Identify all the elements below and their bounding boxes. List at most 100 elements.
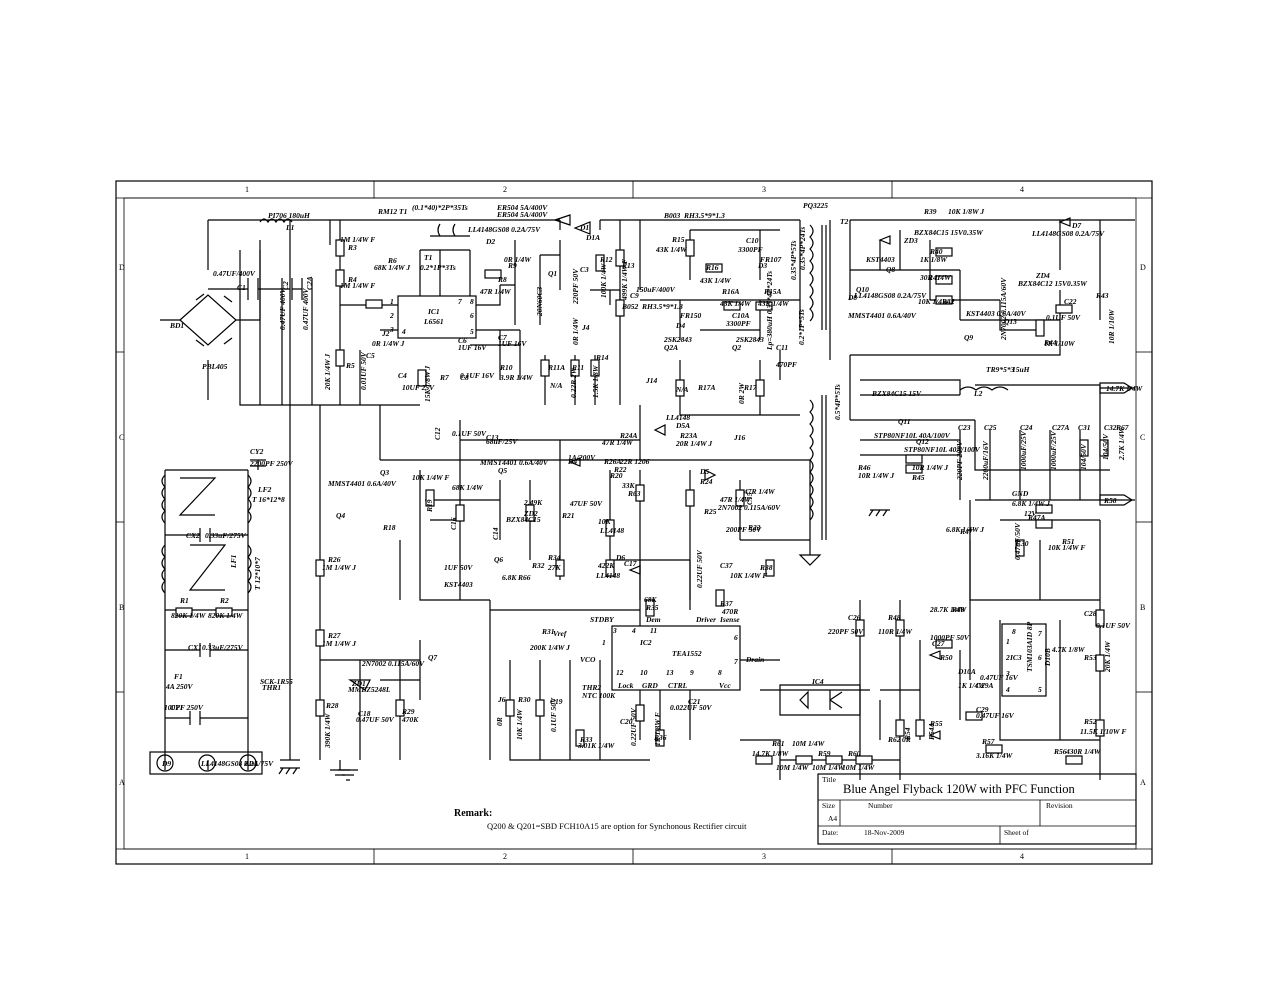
- ac-fg-label: LL4148GS08 0.2A/75V: [200, 759, 274, 768]
- transformer-label-0: T1: [424, 253, 432, 262]
- component-label-255: 104/50V: [1079, 443, 1088, 470]
- component-label-248: C25: [984, 423, 997, 432]
- component-label-193: R2: [219, 596, 229, 605]
- component-label-134: KST4403: [443, 580, 473, 589]
- component-label-118: D5: [699, 467, 709, 476]
- component-label-124: 200PF 50V: [725, 525, 762, 534]
- ic2-pin-21: 6: [734, 633, 738, 642]
- output-net-flags: [1099, 382, 1134, 506]
- component-label-146: C37: [720, 561, 733, 570]
- component-label-296: R57: [981, 737, 995, 746]
- ic2-pin-2: VCO: [580, 655, 596, 664]
- component-label-36: R11A: [547, 363, 565, 372]
- component-label-41: 1.5K 1/8W: [591, 364, 600, 398]
- component-label-6: R6: [387, 256, 397, 265]
- component-label-106: R22: [613, 465, 627, 474]
- component-label-135: Q6: [494, 555, 503, 564]
- component-label-95: 68uF/25V: [486, 437, 518, 446]
- component-label-24: R7: [439, 373, 449, 382]
- ic2-pin-16: 13: [666, 668, 674, 677]
- component-label-123: C15: [745, 492, 754, 505]
- component-label-154: 1M 1/4W J: [322, 563, 356, 572]
- component-label-8: R8: [497, 275, 507, 284]
- component-label-53: 220PF 50V: [571, 268, 580, 305]
- grid-column-4-bottom: 4: [1020, 852, 1024, 861]
- transformer-label-6: Lp=380uH 0.35*4P*24Ts: [765, 271, 774, 351]
- transformer-label-10: RH3.5*9*1.3: [641, 302, 683, 311]
- component-label-258: R67: [1115, 423, 1129, 432]
- component-label-263: GND: [1012, 489, 1029, 498]
- ic2-pin-12: 4: [631, 626, 636, 635]
- grid-column-2-top: 2: [503, 185, 507, 194]
- winding-label-0: 0.35*4P*5Ts: [789, 240, 798, 280]
- transformer-label-8: RH3.5*9*1.3: [683, 211, 725, 220]
- component-label-209: BZX84C15 15V0.35W: [913, 228, 984, 237]
- ic1-pin-4: 4: [401, 327, 406, 336]
- ground-symbols: [278, 509, 890, 781]
- ac-n-label: ZD5: [243, 759, 258, 768]
- title-block: Title Blue Angel Flyback 120W with PFC F…: [817, 773, 1137, 845]
- component-label-131: 68K 1/4W: [452, 483, 484, 492]
- component-label-259: 2.7K 1/4W: [1117, 426, 1126, 461]
- component-label-44: R12: [599, 255, 613, 264]
- component-label-223: 2N7002 0.115A/60V: [999, 277, 1008, 341]
- component-label-282: D10A: [957, 667, 976, 676]
- ic1-ref: IC1: [427, 307, 440, 316]
- grid-row-1-left: C: [119, 433, 124, 442]
- component-label-10: R9: [507, 261, 517, 270]
- component-label-165: R29: [401, 707, 415, 716]
- component-label-0: BD1: [169, 321, 184, 330]
- component-label-222: Q13: [1004, 317, 1017, 326]
- component-label-171: R30: [517, 695, 531, 704]
- component-label-166: 470K: [401, 715, 419, 724]
- component-label-64: R16: [705, 263, 719, 272]
- transformer-label-12: 15uH: [1012, 365, 1031, 374]
- component-label-310: R60: [847, 749, 861, 758]
- ic2-ref: IC2: [639, 638, 652, 647]
- component-label-182: 1K 1/8W F: [653, 712, 662, 746]
- component-label-257: 104/50V: [1101, 433, 1110, 460]
- component-label-147: 10K 1/4W F: [730, 571, 767, 580]
- component-label-34: R10: [499, 363, 513, 372]
- component-label-186: 0.33uF/275V: [205, 531, 247, 540]
- ic2-pin-0: STDBY: [590, 615, 615, 624]
- grid-column-3-top: 3: [762, 185, 766, 194]
- component-label-96: C12: [433, 427, 442, 440]
- component-label-103: D4: [567, 457, 577, 466]
- component-label-213: KST4403: [865, 255, 895, 264]
- component-label-172: 10K 1/4W: [515, 708, 524, 740]
- component-label-302: R54: [903, 727, 912, 741]
- grid-column-2-bottom: 2: [503, 852, 507, 861]
- component-label-42: J4: [581, 323, 590, 332]
- component-label-288: 4.7K 1/8W: [1051, 645, 1086, 654]
- ic1-pin-6: 6: [470, 311, 474, 320]
- component-label-11: 0R 1/4W: [504, 255, 532, 264]
- ic3-pin-0: 8: [1012, 627, 1016, 636]
- component-label-22: C4: [398, 371, 407, 380]
- component-label-254: C31: [1078, 423, 1091, 432]
- component-label-167: R31: [541, 627, 555, 636]
- component-label-98: MMST4401 0.6A/40V: [327, 479, 397, 488]
- component-label-29: 1UF 16V: [458, 343, 487, 352]
- component-label-49: 150uF/400V: [636, 285, 676, 294]
- component-label-78: 2SK2843: [735, 335, 764, 344]
- component-label-271: 10K 1/4W F: [1048, 543, 1085, 552]
- component-label-97: 0.1UF 50V: [452, 429, 487, 438]
- component-label-31: 1UF 16V: [498, 339, 527, 348]
- component-label-100: MMST4401 0.6A/40V: [479, 458, 549, 467]
- component-label-14: C2: [281, 281, 290, 290]
- ic2-part: TEA1552: [672, 649, 702, 658]
- component-label-23: 10UF 25V: [402, 383, 435, 392]
- component-label-181: R36: [653, 733, 667, 742]
- inductor-label-5: T 12*10*7: [253, 557, 262, 590]
- component-label-129: 10K 1/4W F: [412, 473, 449, 482]
- component-label-278: C27: [932, 639, 945, 648]
- component-label-301: 0R: [902, 735, 911, 744]
- inductor-label-1: PI706 180uH: [268, 211, 311, 220]
- ic2-pin-1: Vref: [553, 629, 568, 638]
- ic3-pin-2: 2: [1005, 653, 1010, 662]
- component-label-59: D2: [485, 237, 495, 246]
